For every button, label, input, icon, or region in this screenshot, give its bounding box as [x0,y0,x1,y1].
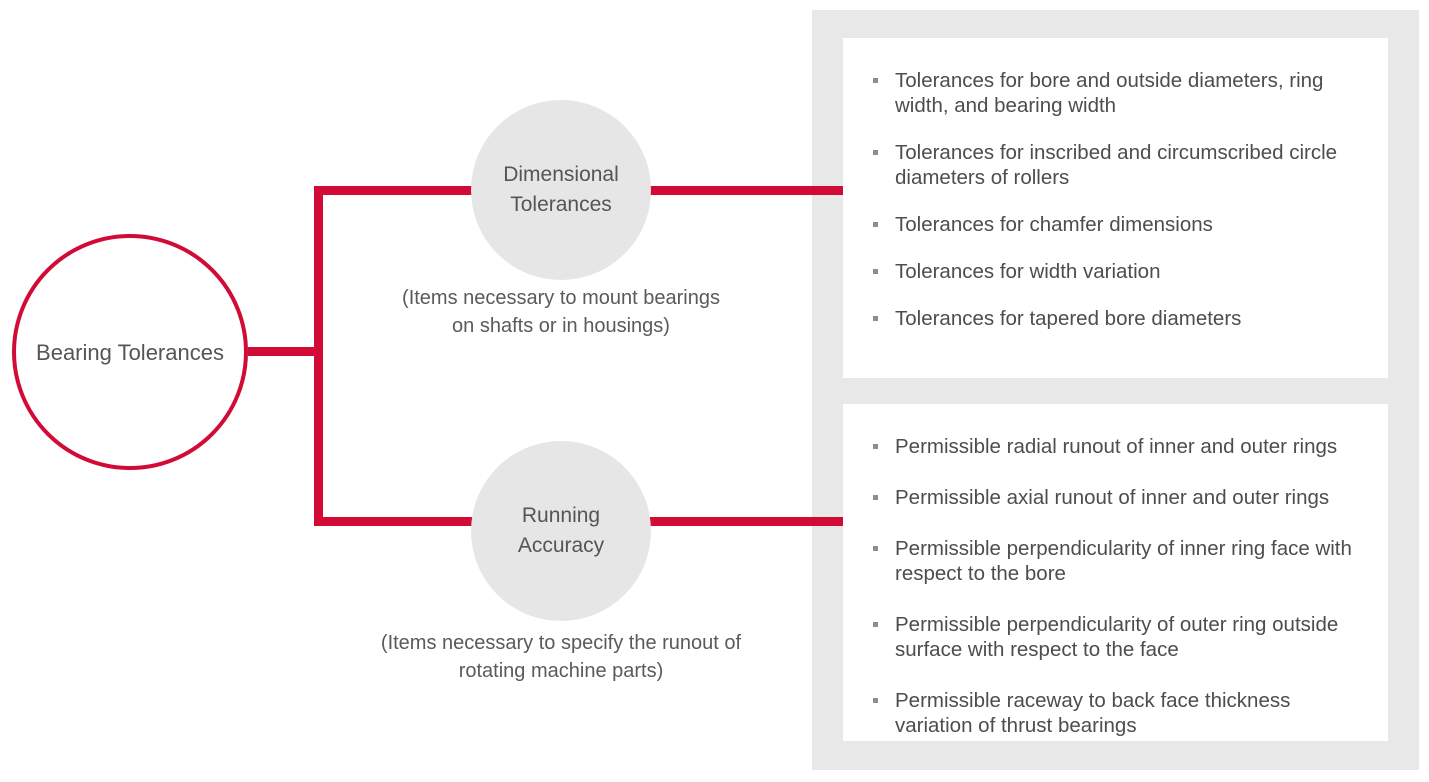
list-item: Tolerances for tapered bore diameters [869,306,1362,331]
caption-line-1: (Items necessary to mount bearings [402,287,720,309]
list-item-label: Permissible axial runout of inner and ou… [895,486,1330,509]
node-dimensional-tolerances: Dimensional Tolerances [471,100,651,280]
list-running-accuracy: Permissible radial runout of inner and o… [869,434,1362,738]
list-item-label: Permissible perpendicularity of inner ri… [895,537,1352,585]
list-item: Permissible perpendicularity of inner ri… [869,536,1362,586]
caption-line-1: (Items necessary to specify the runout o… [380,632,742,654]
square-bullet-icon [873,444,878,449]
connector-dimensional-to-panel [600,186,843,195]
node-running-accuracy: Running Accuracy [471,441,651,621]
list-item: Tolerances for bore and outside diameter… [869,68,1362,118]
square-bullet-icon [873,495,878,500]
list-item-label: Tolerances for chamfer dimensions [895,213,1213,236]
node-dimensional-tolerances-label: Dimensional Tolerances [503,160,619,220]
list-item-label: Tolerances for width variation [895,260,1161,283]
square-bullet-icon [873,622,878,627]
list-item: Permissible raceway to back face thickne… [869,688,1362,738]
connector-vertical-trunk [314,186,323,526]
square-bullet-icon [873,222,878,227]
square-bullet-icon [873,698,878,703]
list-item: Permissible perpendicularity of outer ri… [869,612,1362,662]
list-item: Permissible radial runout of inner and o… [869,434,1362,459]
list-item: Permissible axial runout of inner and ou… [869,485,1362,510]
list-item-label: Permissible radial runout of inner and o… [895,435,1338,458]
list-item-label: Permissible raceway to back face thickne… [895,689,1291,737]
root-node-label: Bearing Tolerances [36,339,224,365]
list-item-label: Tolerances for inscribed and circumscrib… [895,141,1338,189]
connector-running-to-panel [600,517,843,526]
square-bullet-icon [873,546,878,551]
connector-branch-running [314,517,534,526]
panel-dimensional-tolerances: Tolerances for bore and outside diameter… [843,38,1388,378]
square-bullet-icon [873,269,878,274]
node-label-line-2: Accuracy [517,534,605,557]
list-dimensional-tolerances: Tolerances for bore and outside diameter… [869,68,1362,331]
list-item-label: Tolerances for tapered bore diameters [895,307,1242,330]
list-item-label: Permissible perpendicularity of outer ri… [895,613,1339,661]
panel-running-accuracy: Permissible radial runout of inner and o… [843,404,1388,741]
square-bullet-icon [873,316,878,321]
caption-line-2: rotating machine parts) [458,660,664,682]
list-item-label: Tolerances for bore and outside diameter… [895,69,1324,117]
connector-root-stem [248,347,322,356]
node-label-line-2: Tolerances [510,193,612,216]
caption-running-accuracy: (Items necessary to specify the runout o… [301,629,821,685]
node-label-line-1: Running [521,504,601,527]
square-bullet-icon [873,78,878,83]
connector-branch-dimensional [314,186,534,195]
node-running-accuracy-label: Running Accuracy [518,501,604,561]
node-label-line-1: Dimensional [503,163,619,186]
caption-line-2: on shafts or in housings) [452,315,670,337]
list-item: Tolerances for inscribed and circumscrib… [869,140,1362,190]
root-node-bearing-tolerances: Bearing Tolerances [12,234,248,470]
square-bullet-icon [873,150,878,155]
list-item: Tolerances for chamfer dimensions [869,212,1362,237]
list-item: Tolerances for width variation [869,259,1362,284]
caption-dimensional-tolerances: (Items necessary to mount bearings on sh… [301,284,821,340]
